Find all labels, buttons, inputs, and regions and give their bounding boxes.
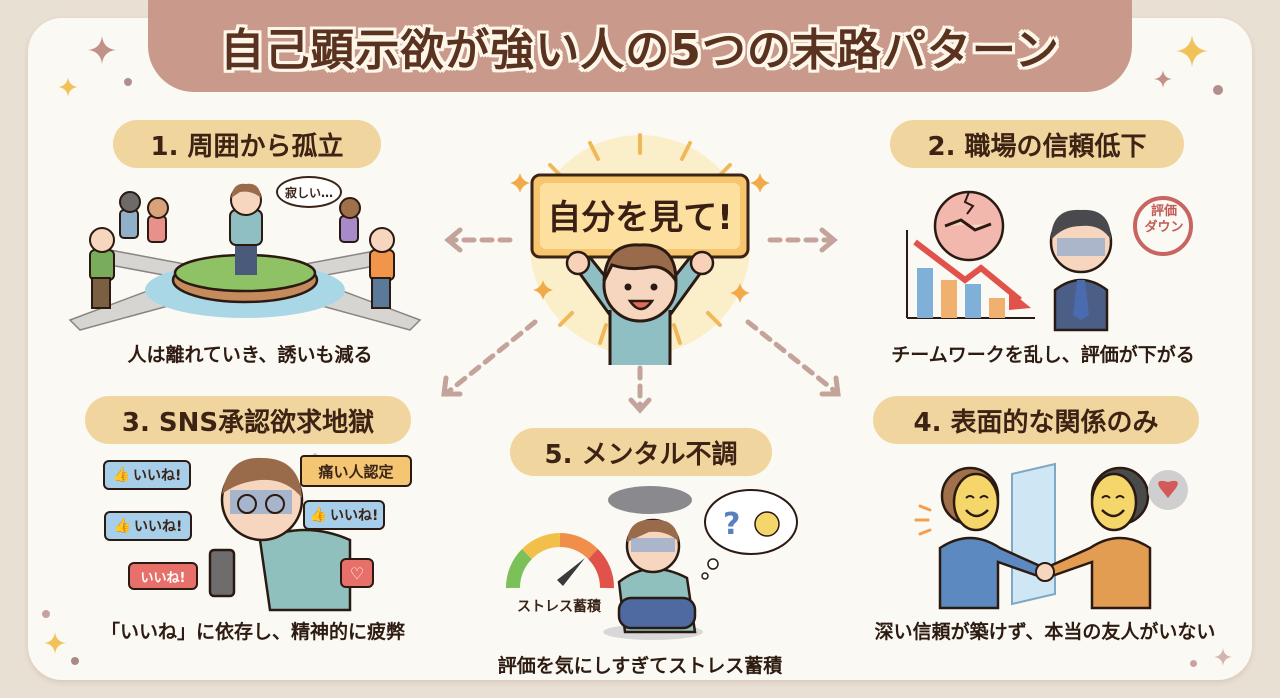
thumbs-up-icon: 👍: [309, 507, 328, 523]
heart-bubble: ♡: [340, 558, 374, 588]
decor-dot: [42, 610, 50, 618]
decor-dot: [71, 657, 79, 665]
like-bubble: 👍いいね!: [303, 500, 385, 530]
like-bubble: いいね!: [128, 562, 198, 590]
sparkle-icon: [1176, 35, 1208, 67]
painful-person-tag: 痛い人認定: [300, 455, 412, 487]
section-2-caption: チームワークを乱し、評価が下がる: [891, 344, 1195, 366]
section-2-heading: 2. 職場の信頼低下: [890, 120, 1184, 168]
trust-decline-illustration: [906, 190, 1193, 332]
section-4-caption: 深い信頼が築けず、本当の友人がいない: [874, 621, 1216, 643]
stress-gauge-label: ストレス蓄積: [517, 599, 601, 615]
isolation-illustration: [68, 183, 422, 331]
like-bubble: 👍いいね!: [103, 460, 191, 490]
sparkle-icon: [88, 36, 116, 64]
decor-dot: [1213, 85, 1223, 95]
section-4-heading: 4. 表面的な関係のみ: [873, 396, 1199, 444]
section-3-caption: 「いいね」に依存し、精神的に疲弊: [100, 621, 405, 643]
center-figure-illustration: [510, 133, 770, 365]
svg-text:?: ?: [723, 507, 740, 542]
section-1-caption: 人は離れていき、誘いも減る: [127, 344, 373, 366]
stress-gauge-icon: [506, 533, 614, 589]
section-3-heading: 3. SNS承認欲求地獄: [85, 396, 411, 444]
sparkle-icon: [1214, 648, 1232, 666]
depressed-person-illustration: ?: [603, 486, 798, 640]
sparkle-icon: [58, 77, 78, 97]
sparkle-icon: [44, 632, 66, 654]
thumbs-up-icon: 👍: [113, 518, 132, 534]
thought-bubble: 寂しい…: [276, 176, 342, 208]
section-5-caption: 評価を気にしすぎてストレス蓄積: [497, 655, 783, 677]
thumbs-up-icon: 👍: [112, 467, 131, 483]
section-1-heading: 1. 周囲から孤立: [113, 120, 381, 168]
decor-dot: [1190, 660, 1197, 667]
like-bubble: 👍いいね!: [104, 511, 192, 541]
title-banner: 自己顕示欲が強い人の5つの末路パターン: [148, 0, 1132, 92]
center-sign-text: 自分を見て!: [547, 198, 733, 238]
rating-down-stamp: 評価 ダウン: [1144, 204, 1184, 235]
decor-dot: [124, 78, 132, 86]
section-5-heading: 5. メンタル不調: [510, 428, 772, 476]
page-title: 自己顕示欲が強い人の5つの末路パターン: [220, 25, 1060, 76]
sns-addiction-illustration: [208, 453, 352, 612]
sparkle-icon: [1154, 70, 1172, 88]
heart-icon: ♡: [349, 563, 365, 583]
superficial-relationship-illustration: [914, 462, 1188, 610]
